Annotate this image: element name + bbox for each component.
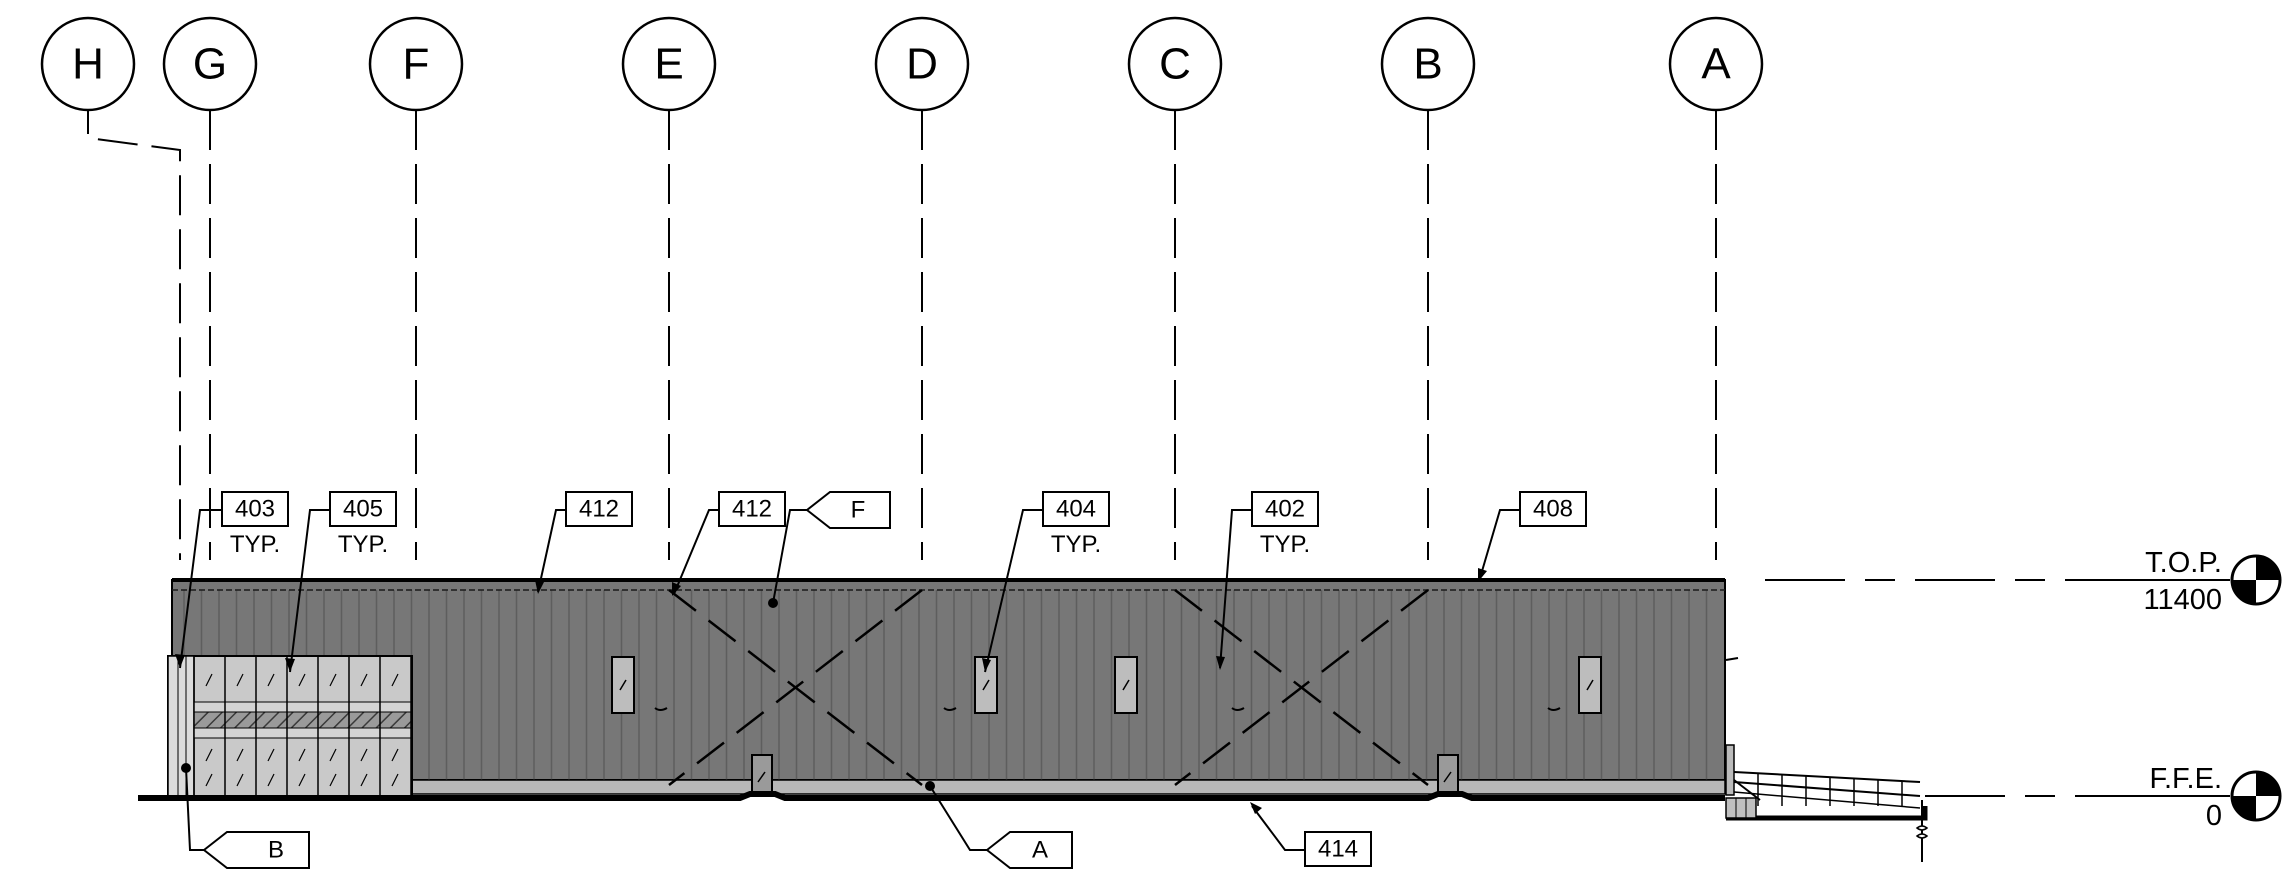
grid-label-d: D [906,40,938,89]
grid-bubble-d: D [874,16,970,560]
keynote-number: 408 [1533,496,1573,523]
level-name-ffe: F.F.E. [2149,763,2222,795]
cross-bracing [668,589,1429,786]
keynote-number: 412 [732,496,772,523]
grid-label-b: B [1413,40,1442,89]
material-letter: F [851,497,866,524]
keynote-408: 408 [1478,491,1587,582]
material-tag-f: F [768,491,891,608]
material-letter: A [1032,837,1048,864]
keynote-note: TYP. [1260,531,1310,558]
keynote-number: 404 [1056,496,1096,523]
keynote-412-b: 412 [672,491,786,596]
keynote-note: TYP. [230,531,280,558]
grid-label-f: F [403,40,430,89]
level-marker-ffe: F.F.E. 0 [1925,763,2282,832]
grid-label-h: H [72,40,104,89]
door [751,754,773,794]
keynote-number: 414 [1318,836,1358,863]
grid-bubble-g: G [162,16,258,560]
grid-bubble-h: H [40,16,181,560]
keynote-404: 404 TYP. [982,491,1110,673]
keynote-number: 412 [579,496,619,523]
wall-panel [171,579,1726,781]
level-value-ffe: 0 [2206,800,2222,832]
ground-line [138,791,1725,801]
material-tag-b: B [181,763,310,869]
keynote-414: 414 [1250,802,1372,867]
grid-bubble-b: B [1380,16,1476,560]
level-marker-top: T.O.P. 11400 [1765,547,2282,616]
grid-label-a: A [1701,40,1731,89]
grid-bubble-e: E [621,16,717,560]
grid-label-e: E [654,40,683,89]
grid-bubble-a: A [1668,16,1764,560]
keynote-412-a: 412 [535,491,633,594]
level-name-top: T.O.P. [2145,547,2222,579]
level-value-top: 11400 [2144,584,2223,616]
building-wall [138,578,1739,801]
door [1437,754,1459,794]
keynote-number: 402 [1265,496,1305,523]
base-band [409,779,1726,795]
grid-label-g: G [193,40,227,89]
keynote-405: 405 TYP. [285,491,397,673]
material-letter: B [268,837,284,864]
keynote-403: 403 TYP. [175,491,289,669]
grid-bubble-c: C [1127,16,1223,560]
keynote-note: TYP. [338,531,388,558]
keynote-402: 402 TYP. [1216,491,1319,670]
grid-label-c: C [1159,40,1191,89]
grid-bubble-f: F [368,16,464,560]
keynote-note: TYP. [1051,531,1101,558]
keynote-number: 405 [343,496,383,523]
material-tag-a: A [925,781,1073,869]
keynote-number: 403 [235,496,275,523]
glazed-curtain-wall [167,655,413,797]
access-ramp [1725,744,1929,862]
